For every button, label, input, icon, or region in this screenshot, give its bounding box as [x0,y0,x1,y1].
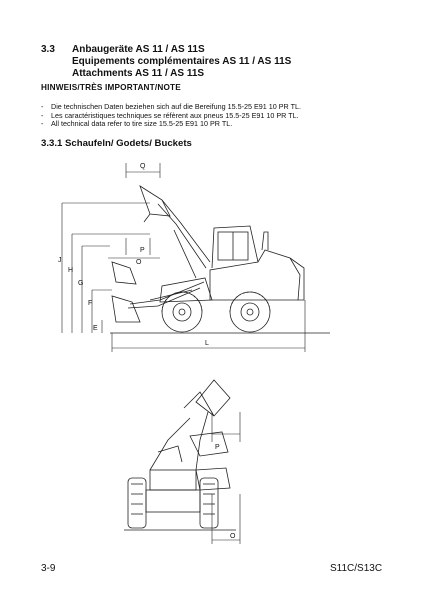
front-view-labels: P O [215,444,236,540]
dim-label-g: G [78,280,83,287]
dim-label-l: L [205,340,209,347]
page-number: 3-9 [41,563,56,574]
dim-label-j: J [58,257,62,264]
note-item: -Les caractéristiques techniques se réfè… [41,110,301,121]
dim-label-e: E [93,325,98,332]
front-dim-label-o: O [230,533,236,540]
section-title-de: Anbaugeräte AS 11 / AS 11S [72,44,205,55]
note-item: -Die technischen Daten beziehen sich auf… [41,102,301,112]
dim-label-h: H [68,267,73,274]
subsection-heading: 3.3.1 Schaufeln/ Godets/ Buckets [41,138,192,149]
note-text-fr: Les caractéristiques techniques se réfèr… [51,110,299,120]
section-titles: Anbaugeräte AS 11 / AS 11S Equipements c… [72,44,291,80]
note-item: -All technical data refer to tire size 1… [41,119,301,129]
dim-label-o: O [136,259,142,266]
dim-label-f: F [88,300,92,307]
notes-list: -Die technischen Daten beziehen sich auf… [41,102,301,129]
model-code: S11C/S13C [330,563,383,574]
note-text-en: All technical data refer to tire size 15… [51,119,233,129]
side-view-labels: Q P O J H G F E L [58,163,209,347]
dim-label-q: Q [140,163,146,170]
section-title-fr: Equipements complémentaires AS 11 / AS 1… [72,56,292,67]
section-number: 3.3 [41,44,55,55]
note-text-de: Die technischen Daten beziehen sich auf … [51,102,301,111]
note-bullet: - [41,119,44,129]
section-title-en: Attachments AS 11 / AS 11S [72,68,205,79]
note-heading: HINWEIS/TRÈS IMPORTANT/NOTE [41,83,181,92]
note-bullet: - [41,102,44,111]
dim-label-p: P [140,247,145,254]
note-bullet: - [41,110,44,120]
front-dim-label-p: P [215,444,220,451]
